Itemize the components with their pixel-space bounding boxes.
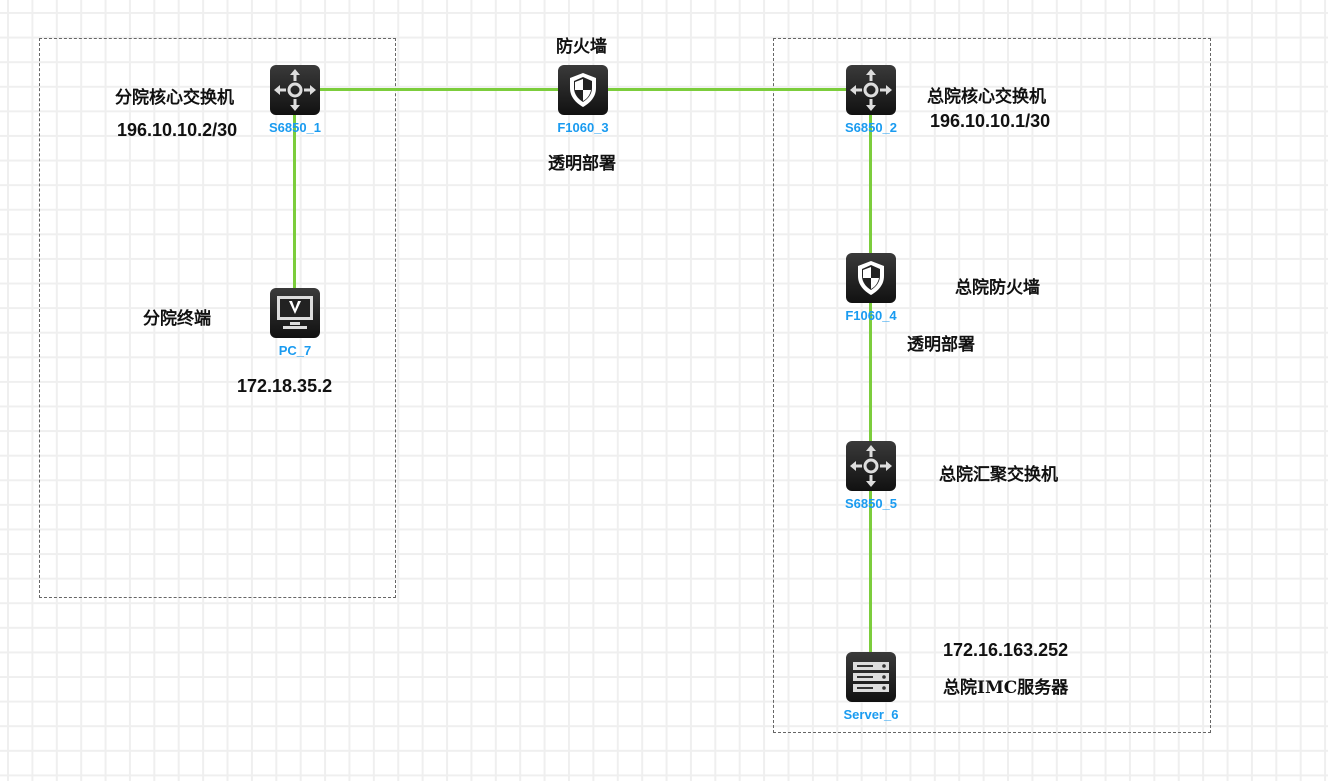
annotation: 透明部署: [548, 154, 616, 174]
annotation: 总院核心交换机: [927, 87, 1046, 107]
switch-icon-s6850-2[interactable]: [846, 65, 896, 115]
annotation-ip: 172.18.35.2: [237, 376, 333, 396]
pc-icon[interactable]: [270, 288, 320, 338]
annotation: 总院防火墙: [955, 278, 1040, 298]
firewall-icon-f1060-4[interactable]: [846, 253, 896, 303]
annotation: 透明部署: [907, 335, 975, 355]
node-label: F1060_4: [845, 308, 897, 323]
link-s2-server[interactable]: [869, 115, 872, 652]
annotation-ip: 196.10.10.1/30: [930, 111, 1051, 131]
annotation-ip: 172.16.163.252: [943, 640, 1069, 660]
switch-icon-s6850-5[interactable]: [846, 441, 896, 491]
annotation: 分院终端: [143, 309, 211, 329]
annotation: 总院IMC服务器: [943, 678, 1069, 698]
annotation: 分院核心交换机: [115, 88, 234, 108]
node-label: S6850_5: [844, 496, 898, 511]
node-label: Server_6: [843, 707, 899, 722]
node-label: S6850_1: [268, 120, 322, 135]
annotation-ip: 196.10.10.2/30: [117, 120, 238, 140]
annotation: 总院汇聚交换机: [939, 465, 1058, 485]
switch-icon-s6850-1[interactable]: [270, 65, 320, 115]
node-label: S6850_2: [844, 120, 898, 135]
link-s1-pc[interactable]: [293, 115, 296, 288]
annotation: 防火墙: [556, 37, 607, 57]
server-icon[interactable]: [846, 652, 896, 702]
node-label: PC_7: [278, 343, 312, 358]
node-label: F1060_3: [557, 120, 609, 135]
firewall-icon-f1060-3[interactable]: [558, 65, 608, 115]
hq-zone: [773, 38, 1211, 733]
branch-zone: [39, 38, 396, 598]
